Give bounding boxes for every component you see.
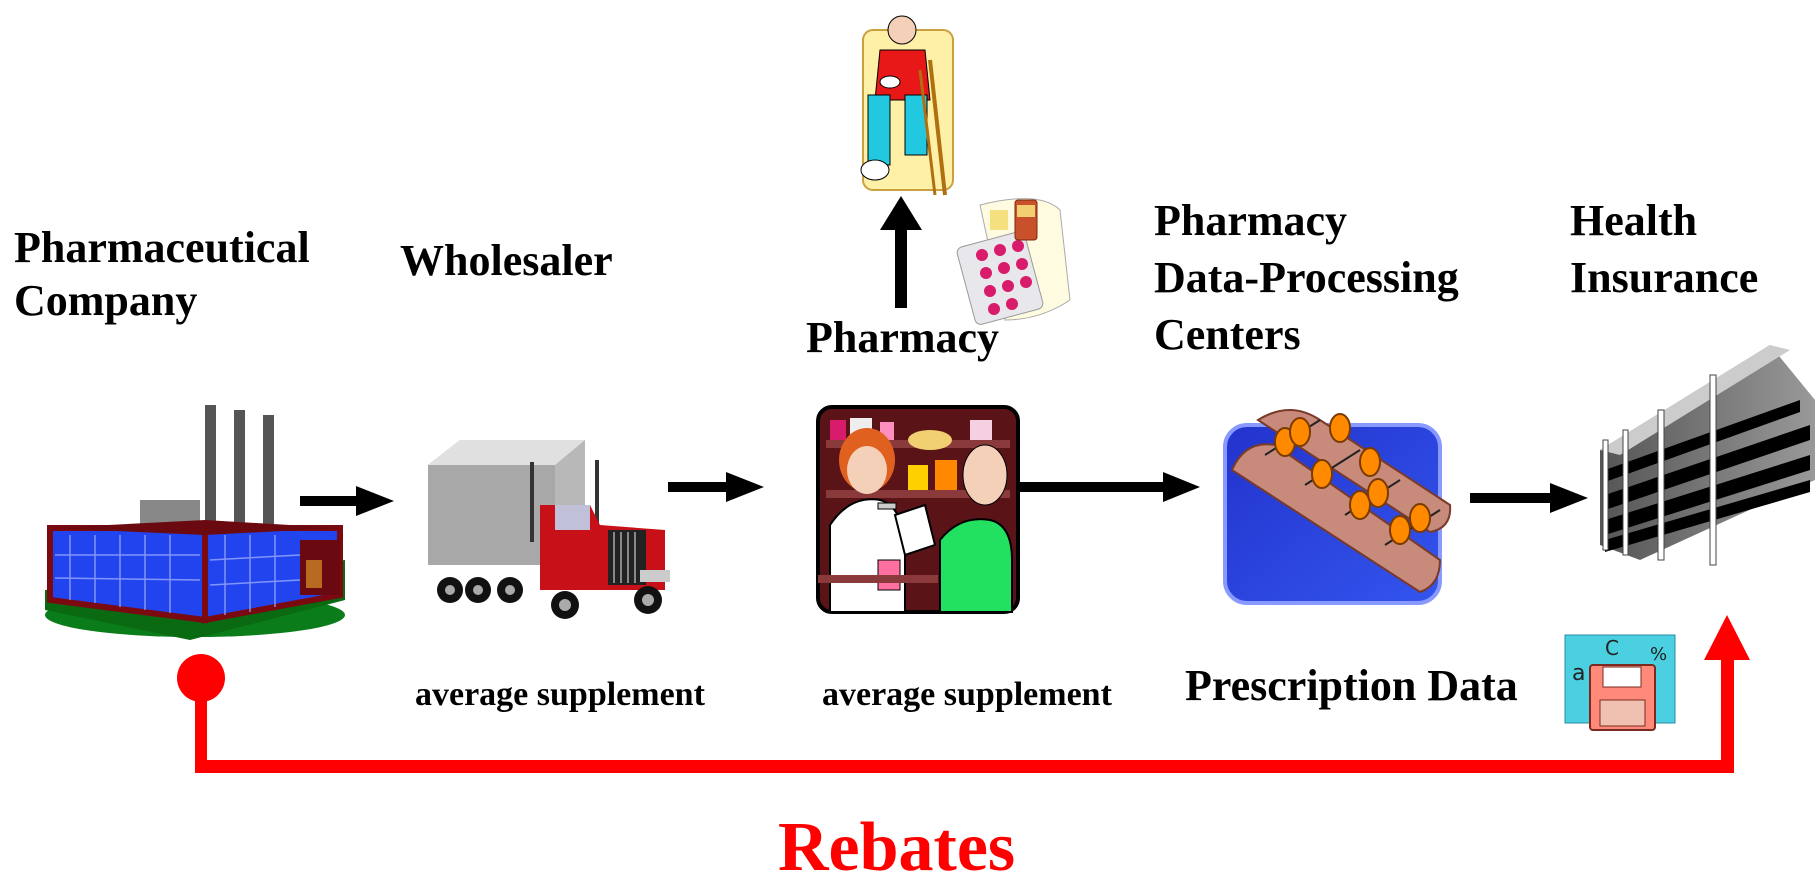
health-insurance-line1: Health xyxy=(1570,196,1698,245)
rebates-label: Rebates xyxy=(778,809,1016,885)
patient-icon xyxy=(860,15,954,196)
data-centers-line3: Centers xyxy=(1154,310,1301,360)
pharmacy-line1: Pharmacy xyxy=(806,313,1000,362)
medicine-icon xyxy=(956,198,1071,325)
arrow-wholesaler-to-pharmacy xyxy=(668,472,764,502)
arrow-data-centers-to-insurance xyxy=(1470,483,1588,513)
wholesaler-label: Wholesaler xyxy=(400,235,613,288)
insurance-building-icon xyxy=(1600,345,1815,566)
pharmacy-supplement-label: average supplement xyxy=(822,676,1112,713)
health-insurance-line2: Insurance xyxy=(1570,253,1759,303)
svg-text:C: C xyxy=(1605,636,1619,660)
data-processing-centers-label: Pharmacy Data-Processing Centers xyxy=(1154,192,1459,364)
pharmacy-label: Pharmacy xyxy=(806,312,999,365)
data-centers-line1: Pharmacy xyxy=(1154,196,1348,245)
pharmaceutical-company-label: Pharmaceutical Company xyxy=(14,222,310,328)
rebates-arrow xyxy=(177,615,1750,773)
svg-text:a: a xyxy=(1572,661,1585,686)
wholesaler-supplement-label: average supplement xyxy=(415,676,705,713)
abacus-icon xyxy=(1223,409,1452,605)
svg-text:%: % xyxy=(1650,644,1667,665)
arrow-factory-to-wholesaler xyxy=(300,486,394,516)
floppy-disk-icon: a C % xyxy=(1564,634,1676,731)
health-insurance-label: Health Insurance xyxy=(1570,192,1758,306)
wholesaler-line1: Wholesaler xyxy=(400,236,613,285)
pharmaceutical-company-line2: Company xyxy=(14,275,198,325)
truck-icon xyxy=(428,440,670,619)
data-centers-line2: Data-Processing xyxy=(1154,253,1459,303)
arrow-pharmacy-to-patient xyxy=(880,196,922,308)
pharmacist-icon xyxy=(816,405,1020,614)
factory-icon xyxy=(45,405,345,640)
arrow-pharmacy-to-data-centers xyxy=(1020,472,1200,502)
prescription-data-label: Prescription Data xyxy=(1185,661,1518,710)
pharmaceutical-company-line1: Pharmaceutical xyxy=(14,223,310,272)
